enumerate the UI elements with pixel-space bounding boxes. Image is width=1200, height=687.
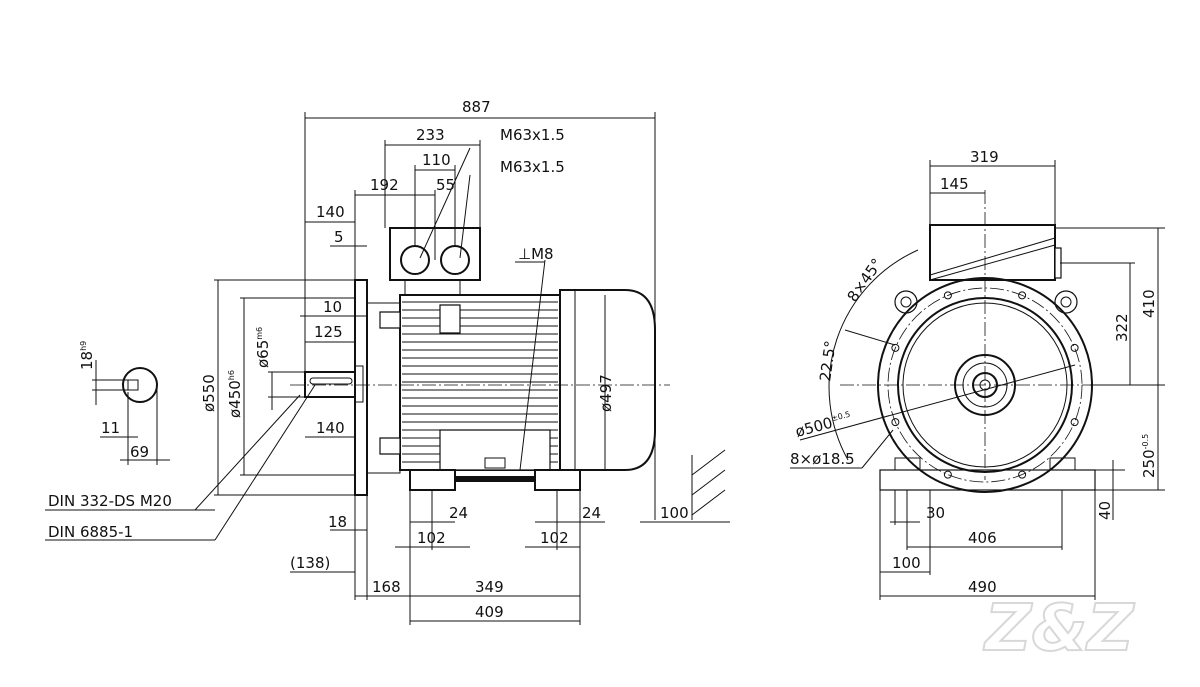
cable-gland-2	[440, 245, 470, 275]
dim-end-shaft-height: 250-0.5	[1140, 434, 1158, 478]
flange-hole	[1018, 291, 1027, 300]
dim-hole-offset-angle: 22.5°	[816, 340, 840, 383]
dim-key-shaft-height: 69	[130, 443, 149, 461]
dim-flange-edge: 18	[328, 513, 347, 531]
cable-gland-1	[400, 245, 430, 275]
dim-box-position: 192	[370, 176, 399, 194]
earth-terminal	[484, 457, 506, 469]
feet	[409, 469, 581, 491]
flange-hole	[943, 470, 952, 479]
dim-end-foot-width: 100	[892, 554, 921, 572]
dim-spigot-depth: 5	[334, 228, 344, 246]
flange-hole	[1070, 343, 1079, 352]
dim-gland-spacing: 110	[422, 151, 451, 169]
dim-key-length: 125	[314, 323, 343, 341]
dim-flange-to-box: 140	[316, 203, 345, 221]
flange-hole	[891, 343, 900, 352]
dim-flange-to-foot: 168	[372, 578, 401, 596]
dim-box-width: 233	[416, 126, 445, 144]
dim-gland-offset: 55	[436, 176, 455, 194]
tolerance: -0.5	[1141, 434, 1150, 450]
dim-key-depth: 11	[101, 419, 120, 437]
flange-hole	[943, 291, 952, 300]
label-gland-thread-1: M63x1.5	[500, 126, 565, 144]
flange-hole	[891, 418, 900, 427]
flange-hole	[1018, 470, 1027, 479]
side-dimension-lines	[45, 112, 730, 625]
base-foot	[879, 469, 1096, 491]
label-gland-thread-2: M63x1.5	[500, 158, 565, 176]
note-center-hole: DIN 332-DS M20	[48, 492, 172, 510]
tolerance: h6	[227, 370, 236, 380]
watermark-logo: Z&Z	[983, 592, 1135, 666]
shaft	[304, 365, 364, 403]
dim-foot-total: 409	[475, 603, 504, 621]
dim-foot-thickness: 40	[1096, 501, 1114, 520]
dim-shaft-length: 140	[316, 419, 345, 437]
dim-end-box-height: 322	[1113, 313, 1131, 342]
dim-flange-diameter: ø550	[200, 374, 218, 412]
dim-hole-angle: 8×45°	[844, 255, 887, 305]
dim-shaft-diameter: ø65m6	[254, 327, 272, 368]
dim-holes: 8×ø18.5	[790, 450, 855, 468]
label-earth-thread: ⊥M8	[518, 245, 554, 263]
dim-end-box-offset: 145	[940, 175, 969, 193]
dim-key-width: 18h9	[78, 341, 96, 370]
lifting-eye-left	[894, 290, 918, 314]
end-dimension-lines	[790, 160, 1165, 600]
dim-foot-left: 102	[417, 529, 446, 547]
lifting-eye-right	[1054, 290, 1078, 314]
shaft-key	[309, 377, 353, 385]
note-key-standard: DIN 6885-1	[48, 523, 133, 541]
dim-pcd: ø500±0.5	[793, 409, 853, 441]
dim-foot-spacing: 349	[475, 578, 504, 596]
dim-foot-width-left: 24	[449, 504, 468, 522]
end-centerlines	[840, 190, 1140, 480]
motor-body	[379, 294, 561, 471]
side-view	[45, 112, 730, 625]
dim-foot-width-right: 24	[582, 504, 601, 522]
dim-flange-thickness: 10	[323, 298, 342, 316]
dim-foot-hole-spacing: 406	[968, 529, 997, 547]
tolerance: h9	[79, 341, 88, 351]
dim-base-width: 490	[968, 578, 997, 596]
key-section	[92, 360, 170, 465]
dim-foot-hole: 30	[926, 504, 945, 522]
dim-foot-height: 100	[660, 504, 689, 522]
dim-spigot-diameter: ø450h6	[226, 370, 244, 418]
dim-overall-length: 887	[462, 98, 491, 116]
dim-overall-height: 410	[1140, 289, 1158, 318]
flange-holes	[891, 291, 1079, 479]
tolerance: m6	[255, 327, 264, 340]
ground-hatch	[691, 449, 726, 520]
tolerance: ±0.5	[830, 410, 851, 424]
dim-body-diameter: ø497	[597, 374, 615, 412]
flange-hole	[1070, 418, 1079, 427]
dim-end-box-width: 319	[970, 148, 999, 166]
dim-foot-right: 102	[540, 529, 569, 547]
dim-shaft-to-foot: (138)	[290, 554, 330, 572]
end-view	[790, 160, 1165, 600]
end-terminal-box	[929, 224, 1062, 281]
